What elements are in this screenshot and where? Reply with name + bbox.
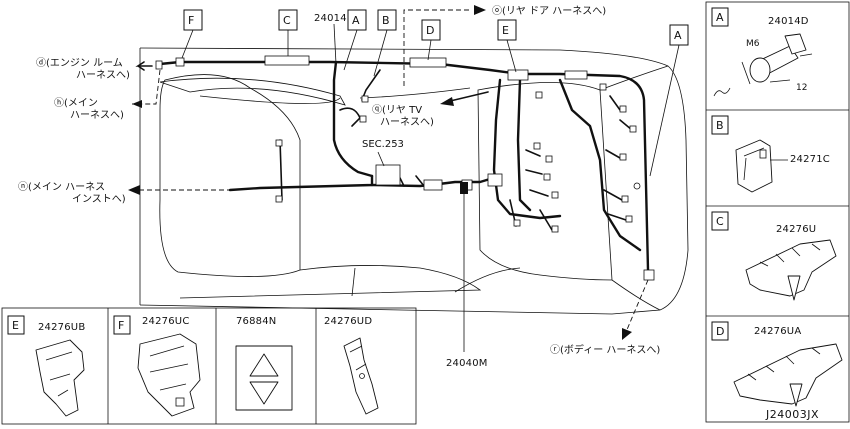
dest-rear-door-label: ⓞ(リヤ ドア ハーネスへ) bbox=[492, 5, 606, 17]
panel-A-thread: M6 bbox=[746, 39, 760, 49]
right-panels bbox=[705, 1, 850, 423]
dest-rear-tv-line1: ⓠ(リヤ TV bbox=[372, 104, 422, 116]
callout-B: B bbox=[373, 9, 397, 77]
panel-C-letter: C bbox=[716, 215, 724, 228]
panel-B-part: 24271C bbox=[790, 154, 830, 165]
panel-24276UD-part: 24276UD bbox=[324, 316, 372, 327]
dest-engine-room-line1: ⓓ(エンジン ルーム bbox=[36, 57, 123, 69]
panel-C: C 24276U bbox=[711, 211, 837, 301]
callout-B-label: B bbox=[382, 14, 390, 27]
car-body-outline bbox=[139, 47, 689, 315]
panel-D-letter: D bbox=[716, 325, 725, 338]
dest-body: ⓡ(ボディー ハーネスへ) bbox=[550, 279, 660, 356]
callout-A-right: A bbox=[649, 24, 689, 177]
panel-76884N-part: 76884N bbox=[236, 316, 277, 327]
dest-main-inst: ⓝ(メイン ハーネス インストへ) bbox=[18, 181, 240, 205]
bottom-panels bbox=[1, 307, 417, 425]
panel-D: D 24276UA bbox=[711, 321, 843, 407]
sec-253-label: SEC.253 bbox=[362, 139, 404, 150]
panel-D-part: 24276UA bbox=[754, 326, 801, 337]
panel-E-part: 24276UB bbox=[38, 322, 85, 333]
callout-E-label: E bbox=[502, 24, 509, 37]
connectors bbox=[155, 55, 655, 281]
panel-A-part: 24014D bbox=[768, 16, 809, 27]
dest-main-inst-line1: ⓝ(メイン ハーネス bbox=[18, 181, 105, 193]
dest-main-inst-line2: インストへ) bbox=[72, 194, 126, 205]
dest-body-label: ⓡ(ボディー ハーネスへ) bbox=[550, 343, 660, 356]
panel-F-part: 24276UC bbox=[142, 316, 190, 327]
panel-E: E 24276UB bbox=[7, 315, 85, 417]
panel-B: B 24271C bbox=[711, 115, 830, 193]
callout-C: C bbox=[278, 9, 298, 56]
dest-rear-door: ⓞ(リヤ ドア ハーネスへ) bbox=[403, 5, 606, 86]
dest-engine-room-line2: ハーネスへ) bbox=[76, 69, 130, 81]
panel-E-letter: E bbox=[12, 319, 19, 332]
panel-24276UD: 24276UD bbox=[324, 316, 379, 415]
sec-253-callout: SEC.253 bbox=[362, 139, 404, 167]
panel-F: F 24276UC bbox=[113, 315, 201, 417]
part-number-24040M: 24040M bbox=[446, 358, 488, 369]
diagram-code: J24003JX bbox=[765, 408, 819, 421]
callout-F: F bbox=[181, 9, 203, 59]
callout-C-label: C bbox=[283, 14, 291, 27]
dest-main-line2: ハーネスへ) bbox=[70, 109, 124, 121]
dest-rear-tv-line2: ハーネスへ) bbox=[380, 116, 434, 128]
dest-main-line1: ⓗ(メイン bbox=[54, 97, 98, 109]
part-24040M-callout: 24040M bbox=[446, 182, 488, 369]
panel-A-length: 12 bbox=[796, 83, 807, 93]
panel-C-part: 24276U bbox=[776, 224, 816, 235]
callout-F-label: F bbox=[188, 14, 195, 27]
dest-main: ⓗ(メイン ハーネスへ) bbox=[54, 69, 161, 121]
panel-B-letter: B bbox=[716, 119, 724, 132]
panel-A: A 24014D M6 12 bbox=[711, 7, 813, 97]
callout-E: E bbox=[497, 19, 517, 73]
dest-rear-tv: ⓠ(リヤ TV ハーネスへ) bbox=[372, 91, 489, 128]
callout-A-top: A bbox=[343, 9, 367, 71]
callout-D-label: D bbox=[426, 24, 435, 37]
panel-76884N: 76884N bbox=[235, 316, 293, 411]
main-harness bbox=[158, 60, 652, 277]
callout-D: D bbox=[421, 19, 441, 61]
callout-A-right-label: A bbox=[674, 29, 682, 42]
panel-A-letter: A bbox=[716, 11, 724, 24]
callout-A-label: A bbox=[352, 14, 360, 27]
dest-engine-room: ⓓ(エンジン ルーム ハーネスへ) bbox=[36, 57, 153, 81]
part-number-main: 24014 bbox=[314, 13, 347, 24]
callout-main-pn: 24014 bbox=[314, 13, 347, 65]
panel-F-letter: F bbox=[118, 319, 125, 332]
